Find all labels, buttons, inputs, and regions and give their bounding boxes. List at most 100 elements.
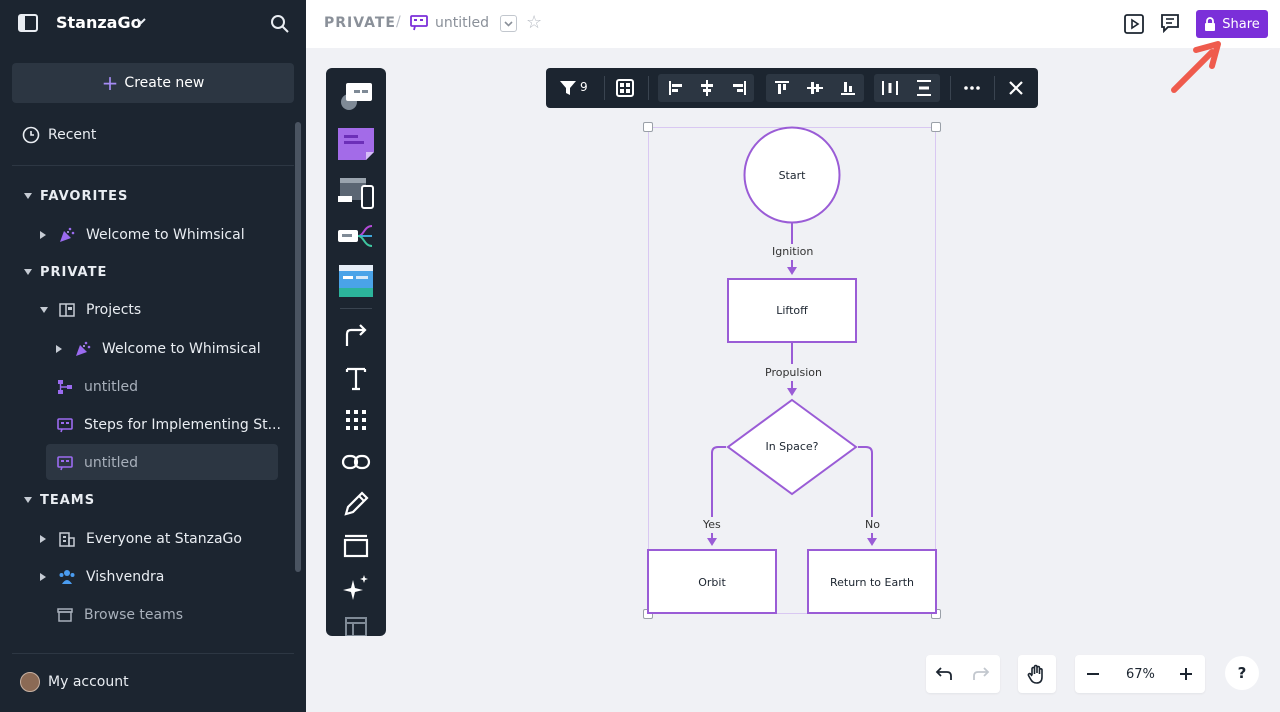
redo-icon[interactable] [971,664,991,684]
sidebar-item-label: untitled [84,455,139,471]
link-icon[interactable] [338,444,374,480]
create-new-label: Create new [124,75,205,91]
sidebar-item-steps[interactable]: Steps for Implementing St... [56,410,281,440]
star-icon[interactable]: ☆ [526,12,543,33]
resize-handle[interactable] [931,122,941,132]
recent-label: Recent [48,127,97,143]
return-node-shape[interactable] [807,549,937,614]
start-node-shape[interactable] [743,126,841,224]
connector-arrow-icon[interactable] [338,318,374,354]
hand-tool-button[interactable] [1018,655,1056,693]
align-left-icon[interactable] [664,76,688,100]
caret-right-icon [56,345,62,353]
zoom-in-icon[interactable] [1178,666,1194,682]
sticky-note-tool-icon[interactable] [338,126,374,162]
chevron-down-icon[interactable] [134,14,148,28]
sidebar-item-label: Welcome to Whimsical [86,227,245,243]
sidebar-item-welcome-favorite[interactable]: Welcome to Whimsical [40,220,245,250]
team-icon [59,570,75,584]
align-top-icon[interactable] [770,76,794,100]
sidebar-item-label: untitled [84,379,139,395]
workspace-name[interactable]: StanzaGo [56,13,142,32]
mindmap-tool-icon[interactable] [338,218,374,254]
sidebar-item-browse-teams[interactable]: Browse teams [56,600,183,630]
caret-right-icon [40,535,46,543]
filter-icon[interactable] [556,76,580,100]
favorites-label: FAVORITES [40,188,129,204]
in-space-node-shape[interactable] [726,398,858,496]
sidebar-item-label: Everyone at StanzaGo [86,531,242,547]
undo-icon[interactable] [934,664,954,684]
breadcrumb-section[interactable]: PRIVATE [324,15,396,31]
table-tool-icon[interactable] [338,612,374,636]
comment-icon[interactable] [1160,13,1180,33]
more-options-icon[interactable] [960,76,984,100]
divider [12,653,294,654]
edge-label-no: No [863,518,882,531]
liftoff-node-shape[interactable] [727,278,857,343]
align-right-icon[interactable] [727,76,751,100]
document-title[interactable]: untitled [435,15,490,31]
align-center-horizontal-icon[interactable] [695,76,719,100]
section-favorites[interactable]: FAVORITES [24,181,128,211]
text-tool-icon[interactable] [338,360,374,396]
private-label: PRIVATE [40,264,108,280]
sidebar-item-vishvendra[interactable]: Vishvendra [40,562,164,592]
ai-sparkle-icon[interactable] [338,570,374,606]
shapes-tool-icon[interactable] [338,80,374,116]
pencil-icon[interactable] [338,486,374,522]
group-icon[interactable] [613,76,637,100]
align-middle-icon[interactable] [803,76,827,100]
top-bar: PRIVATE / untitled ☆ Share [306,0,1280,48]
resize-handle[interactable] [643,122,653,132]
board-icon [57,456,73,471]
distribute-horizontal-icon[interactable] [878,76,902,100]
sidebar-toggle-icon[interactable] [18,14,38,32]
caret-down-icon [24,193,32,199]
my-account[interactable]: My account [20,672,129,692]
flowchart-icon [58,380,72,394]
board-icon [57,418,73,433]
frame-tool-icon[interactable] [338,528,374,564]
sidebar-selected-highlight [46,444,278,480]
share-label: Share [1222,16,1260,32]
annotation-arrow-icon [1171,41,1221,93]
edge-label-ignition: Ignition [770,245,816,258]
section-private[interactable]: PRIVATE [24,257,107,287]
selection-toolbar [546,68,1038,108]
zoom-out-icon[interactable] [1085,666,1101,682]
sidebar-item-projects[interactable]: Projects [40,295,141,325]
sidebar-item-welcome[interactable]: Welcome to Whimsical [56,334,261,364]
title-dropdown-button[interactable] [500,15,517,32]
edge-line [711,446,726,517]
party-popper-icon [60,227,75,242]
node-label-return: Return to Earth [829,576,915,589]
doc-tool-icon[interactable] [338,262,374,298]
search-icon[interactable] [270,14,290,34]
sidebar-item-everyone[interactable]: Everyone at StanzaGo [40,524,242,554]
party-popper-icon [76,341,91,356]
building-icon [59,532,75,547]
create-new-button[interactable]: + Create new [12,63,294,103]
selection-count: 9 [580,80,588,94]
undo-redo-group [926,655,1000,693]
align-bottom-icon[interactable] [836,76,860,100]
sidebar-item-untitled-board[interactable]: untitled [56,448,138,478]
present-play-icon[interactable] [1124,14,1144,34]
share-button[interactable]: Share [1196,10,1268,38]
caret-right-icon [40,231,46,239]
orbit-node-shape[interactable] [647,549,777,614]
sidebar-scrollbar[interactable] [295,122,301,572]
section-teams[interactable]: TEAMS [24,485,95,515]
caret-right-icon [40,573,46,581]
sidebar-item-recent[interactable]: Recent [22,126,96,144]
sidebar-item-untitled-flowchart[interactable]: untitled [56,372,138,402]
wireframe-tool-icon[interactable] [338,174,374,210]
grid-dots-icon[interactable] [338,402,374,438]
clock-icon [22,126,40,144]
zoom-level[interactable]: 67% [1126,667,1155,682]
distribute-vertical-icon[interactable] [912,76,936,100]
close-icon[interactable] [1004,76,1028,100]
help-button[interactable]: ? [1225,656,1259,690]
